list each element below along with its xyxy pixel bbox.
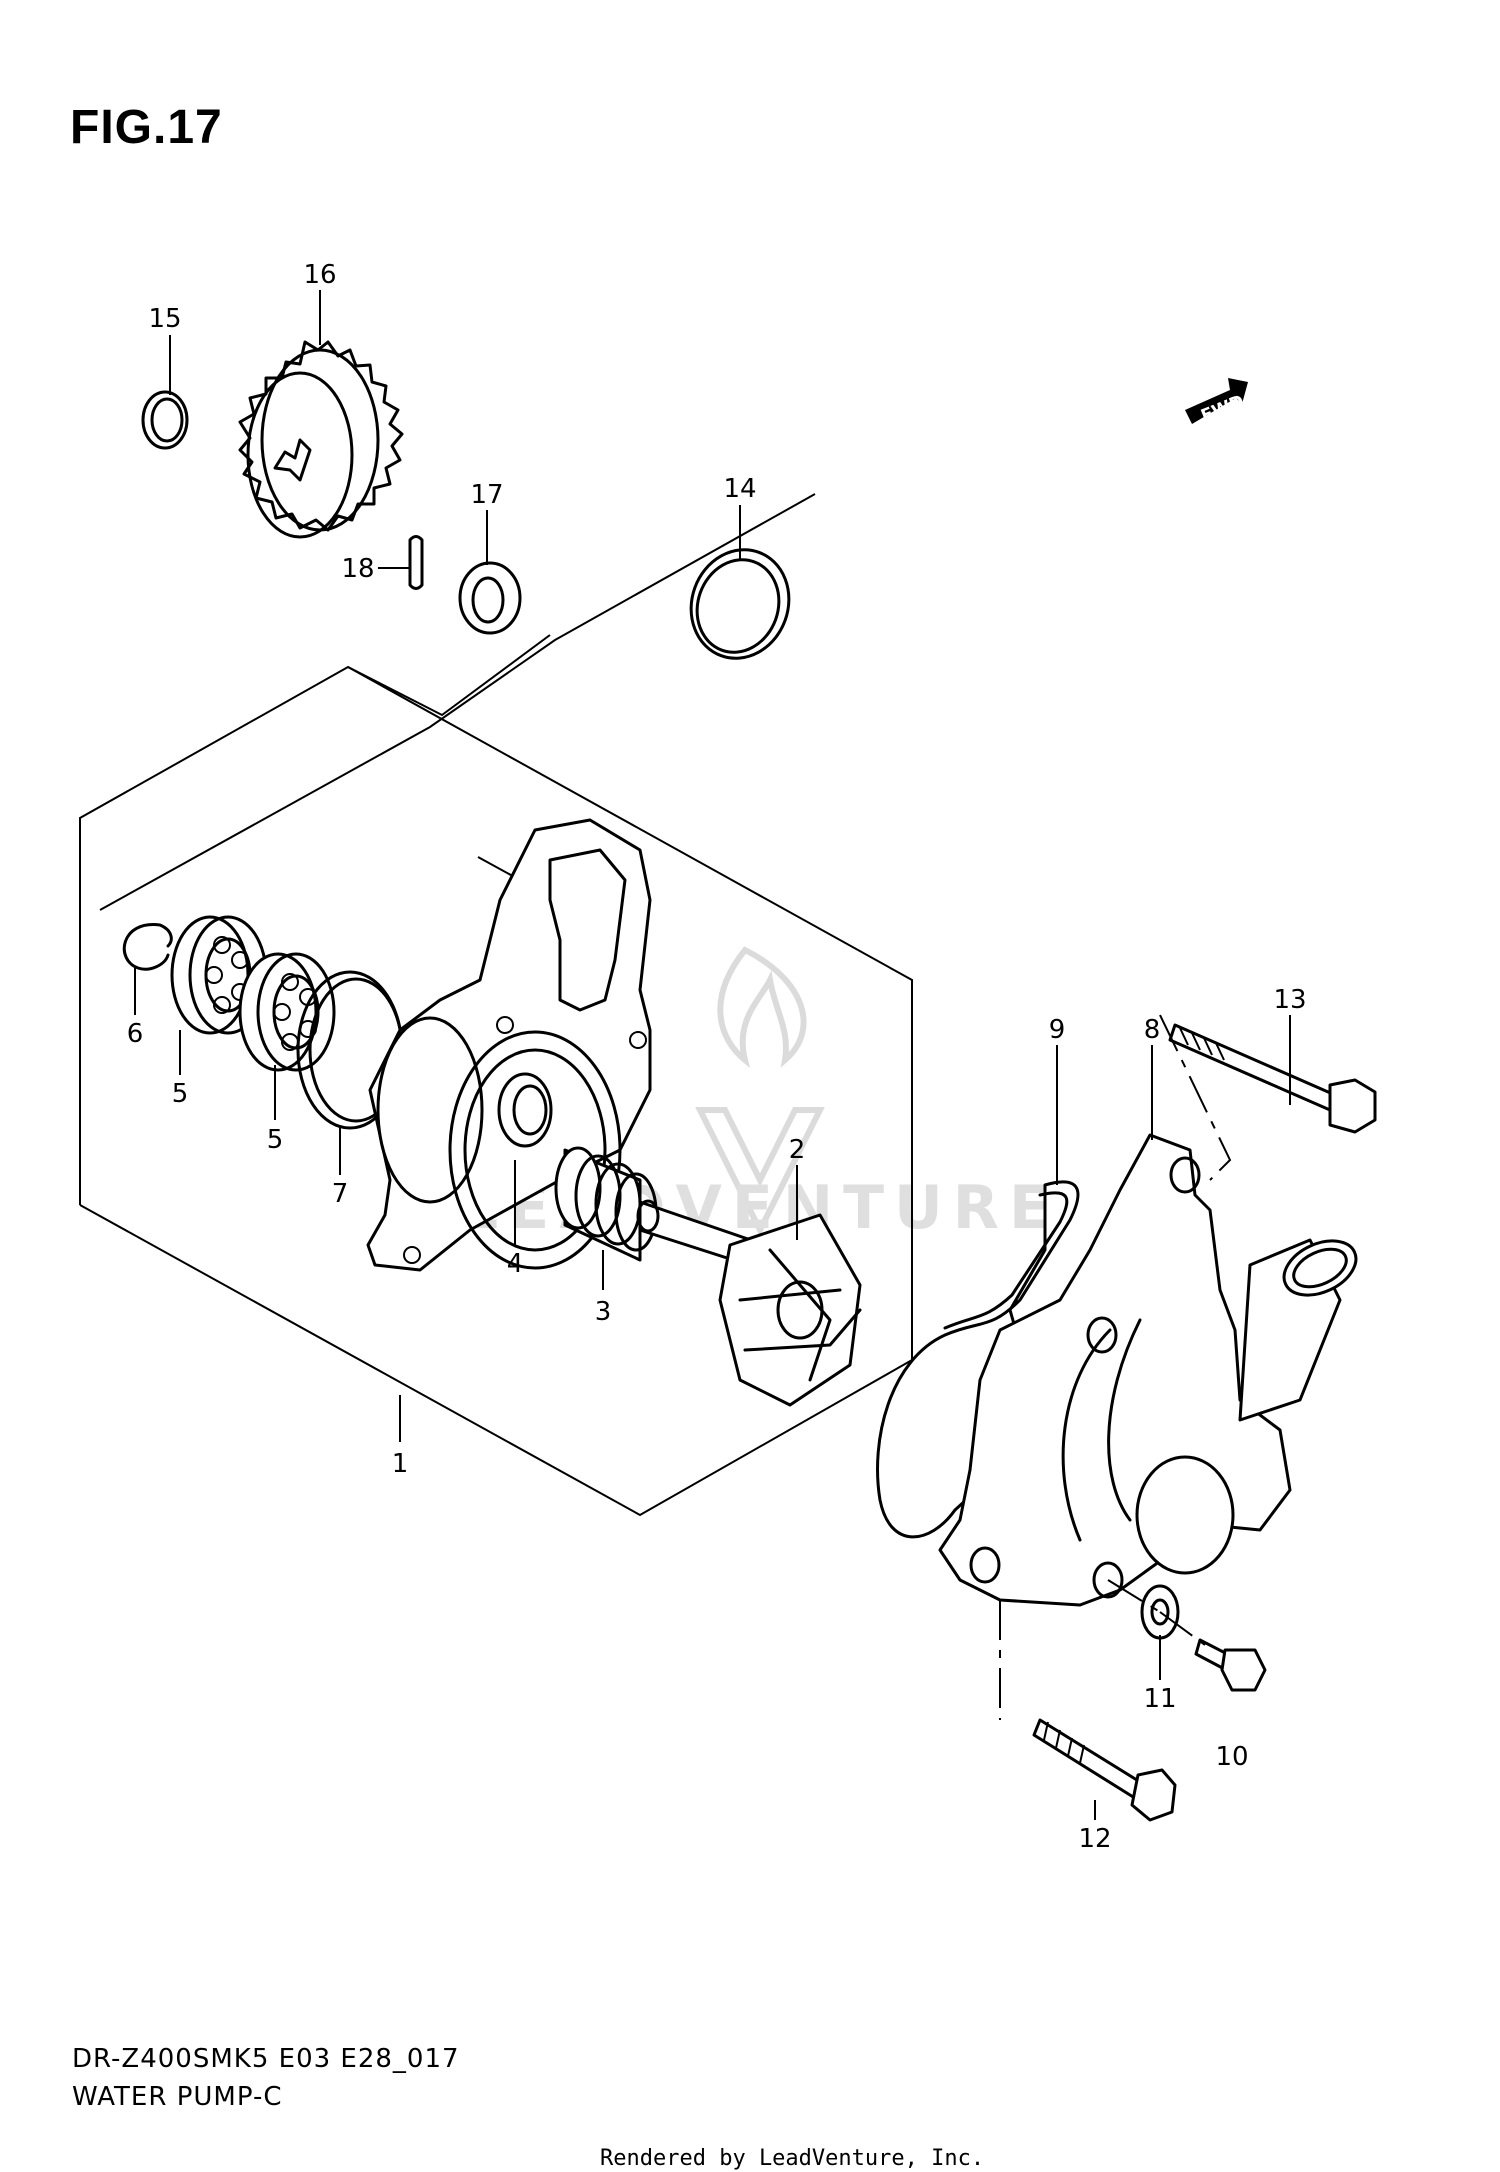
leader-lines bbox=[134, 290, 1291, 1820]
callout-10: 10 bbox=[1215, 1742, 1248, 1772]
drive-gear bbox=[238, 340, 404, 539]
callout-13: 13 bbox=[1273, 985, 1306, 1015]
callout-9: 9 bbox=[1049, 1015, 1066, 1045]
pump-cover bbox=[938, 1133, 1358, 1607]
alignment-lines bbox=[999, 1014, 1232, 1720]
bolt-12 bbox=[1032, 1718, 1177, 1822]
callout-18: 18 bbox=[341, 554, 374, 584]
bolt-13 bbox=[1168, 1023, 1377, 1134]
rendered-by-credit: Rendered by LeadVenture, Inc. bbox=[600, 2146, 985, 2171]
washer-17 bbox=[458, 561, 522, 635]
circlip-6 bbox=[122, 923, 173, 971]
callout-5b: 5 bbox=[267, 1125, 284, 1155]
callout-12: 12 bbox=[1078, 1824, 1111, 1854]
gasket bbox=[876, 1180, 1080, 1539]
callout-2: 2 bbox=[789, 1135, 806, 1165]
circlip-top bbox=[141, 390, 189, 450]
callout-4: 4 bbox=[507, 1249, 524, 1279]
pin bbox=[408, 535, 424, 590]
bearing-2 bbox=[238, 952, 336, 1072]
callout-17: 17 bbox=[470, 480, 503, 510]
figure-title: FIG.17 bbox=[70, 101, 223, 154]
fwd-arrow-icon: FWD bbox=[1185, 378, 1248, 427]
callout-5a: 5 bbox=[172, 1079, 189, 1109]
callout-15: 15 bbox=[148, 304, 181, 334]
callout-11: 11 bbox=[1143, 1684, 1176, 1714]
oil-seal bbox=[497, 1072, 553, 1148]
callout-16: 16 bbox=[303, 260, 336, 290]
callout-8: 8 bbox=[1144, 1015, 1161, 1045]
callout-14: 14 bbox=[723, 474, 756, 504]
section-name: WATER PUMP-C bbox=[72, 2082, 283, 2112]
mechanical-seal bbox=[554, 1146, 658, 1262]
bolt-10 bbox=[1194, 1638, 1267, 1692]
callout-1: 1 bbox=[392, 1449, 409, 1479]
model-code: DR-Z400SMK5 E03 E28_017 bbox=[72, 2044, 460, 2074]
o-ring-14 bbox=[689, 548, 791, 660]
callout-6: 6 bbox=[127, 1019, 144, 1049]
impeller bbox=[718, 1213, 862, 1407]
callout-7: 7 bbox=[332, 1179, 349, 1209]
callout-3: 3 bbox=[595, 1297, 612, 1327]
